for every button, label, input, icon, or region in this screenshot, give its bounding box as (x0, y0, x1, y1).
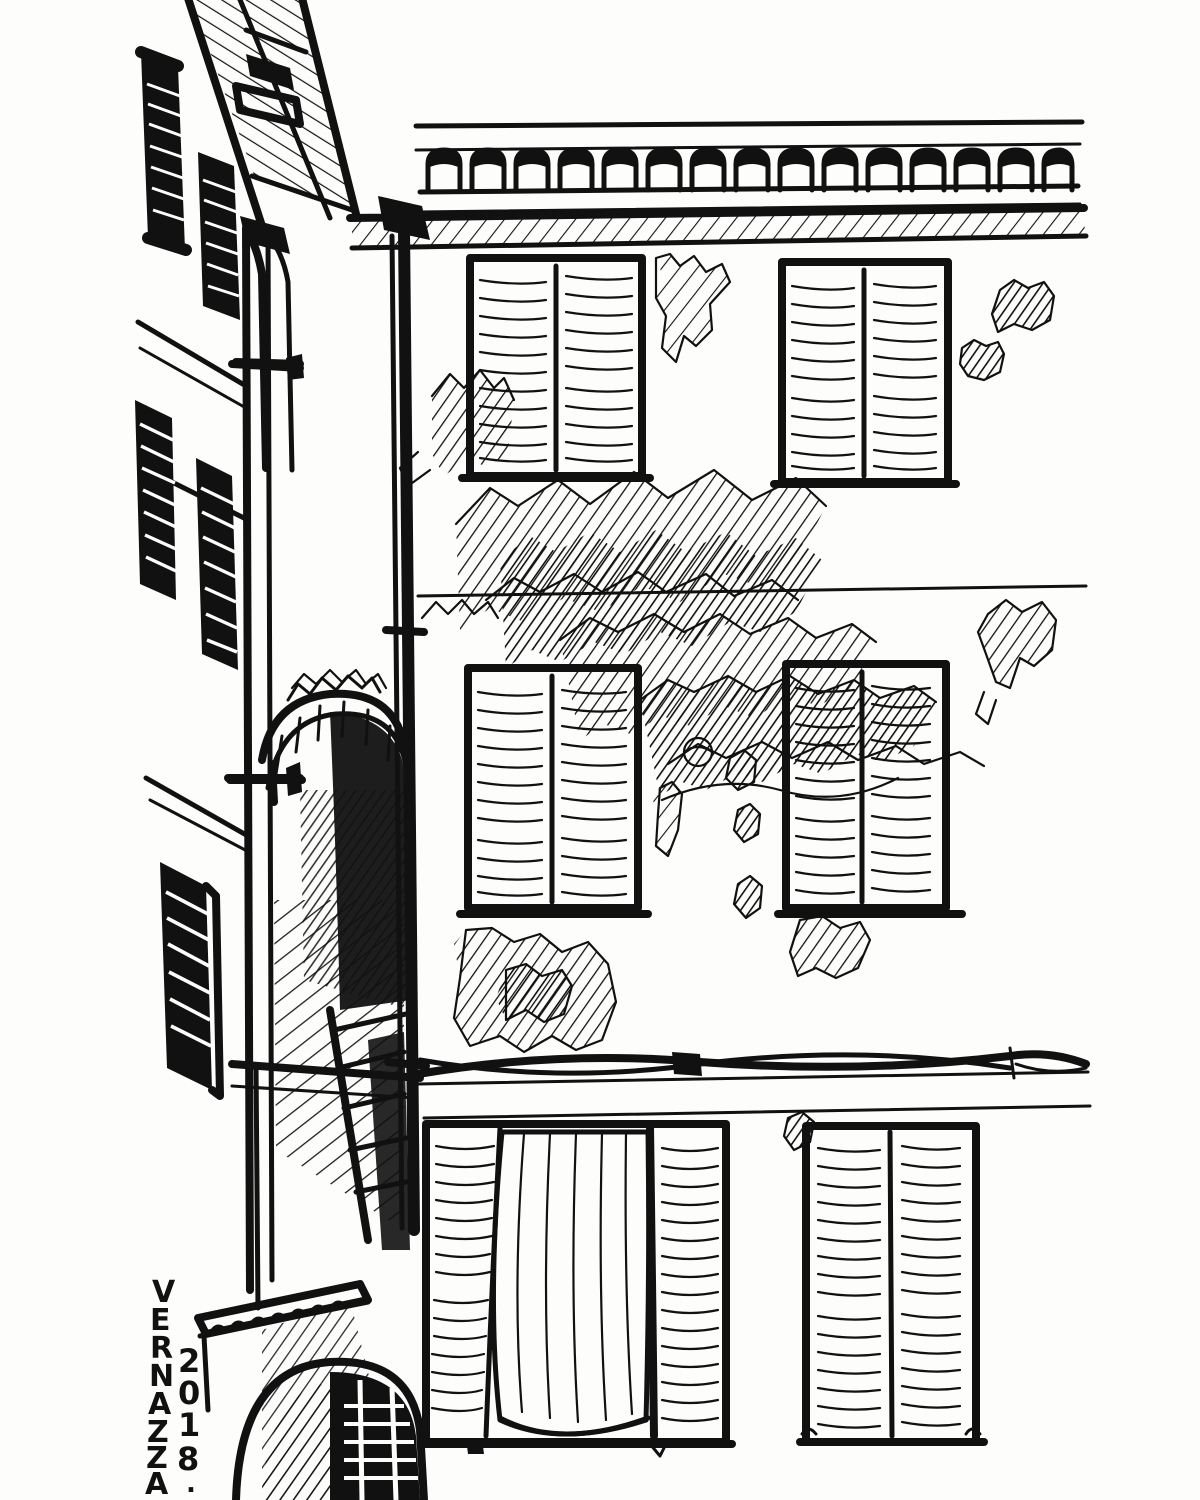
left-window-mid-a (135, 400, 177, 600)
pipe-collar-lower (384, 1058, 430, 1070)
plaster-patch-k (788, 914, 872, 980)
plaster-patch-j (732, 874, 764, 920)
shutter-slats (478, 274, 634, 463)
window-low-left[interactable] (420, 1120, 736, 1458)
plaster-patch-e (974, 598, 1058, 726)
left-window-mid-b (196, 458, 238, 670)
signature-letter-z1: Z (147, 1415, 169, 1450)
pipe-collar (382, 626, 428, 636)
plaster-patch-b (654, 252, 732, 364)
left-horizontal-ledge (228, 1060, 424, 1311)
main-facade (290, 119, 1092, 1458)
tiled-eave (194, 1280, 372, 1413)
signature-year-8: 8 (177, 1440, 199, 1478)
signature-year-1: 1 (178, 1406, 200, 1444)
signature-letter-a1: A (148, 1387, 172, 1422)
shutter-slats (816, 1144, 962, 1429)
signature-letter-e: E (150, 1303, 171, 1338)
signature-letter-n: N (149, 1359, 174, 1394)
left-wall-edge (242, 224, 254, 1294)
plaster-patch-n (290, 668, 388, 690)
signature-letter-z2: Z (146, 1441, 168, 1476)
plaster-patch-o (782, 1110, 816, 1152)
left-floor-band-1 (135, 319, 249, 389)
plaster-patch-a (398, 368, 516, 488)
plaster-patches (290, 252, 1058, 1152)
signature-letter-v: V (152, 1275, 176, 1310)
window-top-right[interactable] (770, 258, 960, 488)
plaster-patch-i (732, 802, 762, 844)
signature: V E R N A Z Z A 2 0 1 8 . (145, 1275, 200, 1500)
signature-period: . (186, 1469, 196, 1499)
signature-letter-a2: A (145, 1467, 169, 1500)
left-floor-band-2 (143, 775, 251, 839)
window-low-right[interactable] (796, 1122, 988, 1446)
plaster-patch-l (452, 926, 618, 1054)
signature-year-0: 0 (178, 1374, 200, 1412)
shutter-divider (887, 1129, 895, 1439)
curtain (490, 1129, 652, 1437)
shutter-slats-right (660, 1146, 720, 1423)
corbel-arches (425, 147, 1075, 193)
left-window-upper-a (135, 46, 192, 256)
left-window-lower (160, 862, 224, 1100)
plaster-patch-g (724, 748, 758, 792)
shutter-slats-left (430, 1144, 496, 1413)
wall-bracket-arms (226, 54, 306, 784)
signature-year-2: 2 (178, 1342, 200, 1380)
overhead-cable (414, 1046, 1090, 1080)
plaster-patch-c (990, 278, 1056, 334)
plaster-patch-f (682, 736, 714, 768)
plaster-patch-d (958, 338, 1006, 382)
left-window-upper-b (198, 152, 240, 320)
signature-letter-r: R (150, 1331, 173, 1366)
left-roof-slope (184, 0, 360, 230)
plaster-patch-h (652, 780, 684, 858)
cornice (346, 119, 1089, 251)
window-top-left[interactable] (458, 254, 654, 482)
plaster-patch-m (420, 598, 500, 620)
floor-line-2 (416, 1070, 1090, 1086)
plaster-band-major (454, 468, 986, 802)
left-eave-detail (232, 27, 309, 128)
shutter-slats (790, 282, 938, 471)
arched-doorway[interactable] (232, 1357, 428, 1500)
